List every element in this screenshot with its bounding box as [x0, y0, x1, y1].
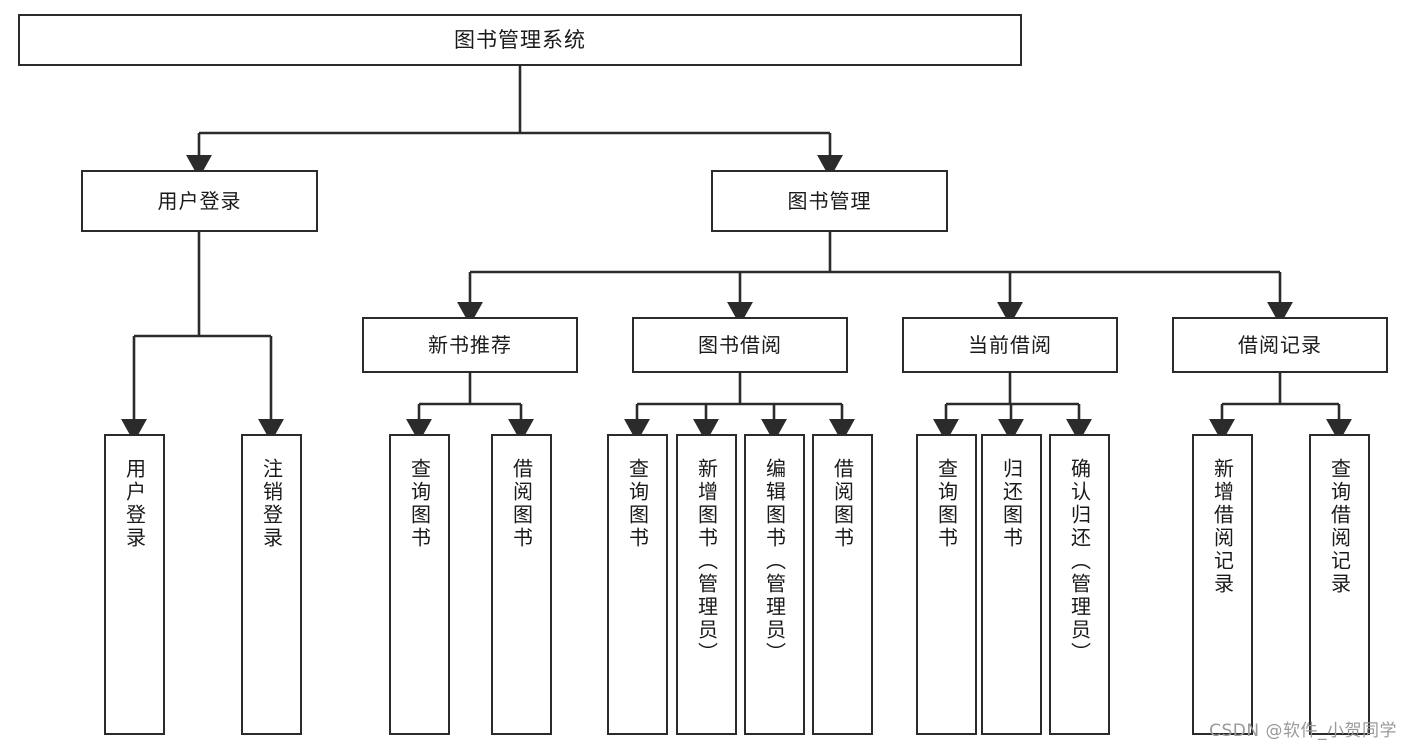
leaf-user-login-label: 用户登录	[122, 458, 147, 550]
leaf-confirm-return[interactable]: 确认归还（管理员）	[1049, 434, 1110, 735]
leaf-query-book-1[interactable]: 查询图书	[389, 434, 450, 735]
leaf-query-book-3[interactable]: 查询图书	[916, 434, 977, 735]
leaf-query-book-2-label: 查询图书	[625, 458, 650, 550]
node-new-book-recommend-label: 新书推荐	[428, 333, 512, 357]
leaf-confirm-return-label: 确认归还（管理员）	[1067, 458, 1092, 665]
leaf-edit-book[interactable]: 编辑图书（管理员）	[744, 434, 805, 735]
node-book-borrow-label: 图书借阅	[698, 333, 782, 357]
node-borrow-record-label: 借阅记录	[1238, 333, 1322, 357]
node-user-login-label: 用户登录	[157, 189, 242, 213]
leaf-return-book-label: 归还图书	[999, 458, 1024, 550]
leaf-query-book-2[interactable]: 查询图书	[607, 434, 668, 735]
leaf-query-record-label: 查询借阅记录	[1327, 458, 1352, 596]
leaf-logout-login-label: 注销登录	[259, 458, 284, 550]
node-book-management[interactable]: 图书管理	[711, 170, 948, 232]
leaf-borrow-book-2-label: 借阅图书	[830, 458, 855, 550]
leaf-edit-book-label: 编辑图书（管理员）	[762, 458, 787, 665]
node-root[interactable]: 图书管理系统	[18, 14, 1022, 66]
watermark: CSDN @软件_小贺同学	[1209, 721, 1397, 741]
node-root-label: 图书管理系统	[454, 27, 586, 52]
node-user-login[interactable]: 用户登录	[81, 170, 318, 232]
leaf-borrow-book-1-label: 借阅图书	[509, 458, 534, 550]
node-new-book-recommend[interactable]: 新书推荐	[362, 317, 578, 373]
leaf-query-record[interactable]: 查询借阅记录	[1309, 434, 1370, 735]
leaf-query-book-1-label: 查询图书	[407, 458, 432, 550]
leaf-user-login[interactable]: 用户登录	[104, 434, 165, 735]
leaf-logout-login[interactable]: 注销登录	[241, 434, 302, 735]
leaf-borrow-book-1[interactable]: 借阅图书	[491, 434, 552, 735]
node-current-borrow[interactable]: 当前借阅	[902, 317, 1118, 373]
leaf-return-book[interactable]: 归还图书	[981, 434, 1042, 735]
leaf-add-record-label: 新增借阅记录	[1210, 458, 1235, 596]
node-current-borrow-label: 当前借阅	[968, 333, 1052, 357]
node-borrow-record[interactable]: 借阅记录	[1172, 317, 1388, 373]
node-book-borrow[interactable]: 图书借阅	[632, 317, 848, 373]
leaf-query-book-3-label: 查询图书	[934, 458, 959, 550]
leaf-add-record[interactable]: 新增借阅记录	[1192, 434, 1253, 735]
leaf-add-book[interactable]: 新增图书（管理员）	[676, 434, 737, 735]
node-book-management-label: 图书管理	[787, 189, 872, 213]
leaf-borrow-book-2[interactable]: 借阅图书	[812, 434, 873, 735]
leaf-add-book-label: 新增图书（管理员）	[694, 458, 719, 665]
